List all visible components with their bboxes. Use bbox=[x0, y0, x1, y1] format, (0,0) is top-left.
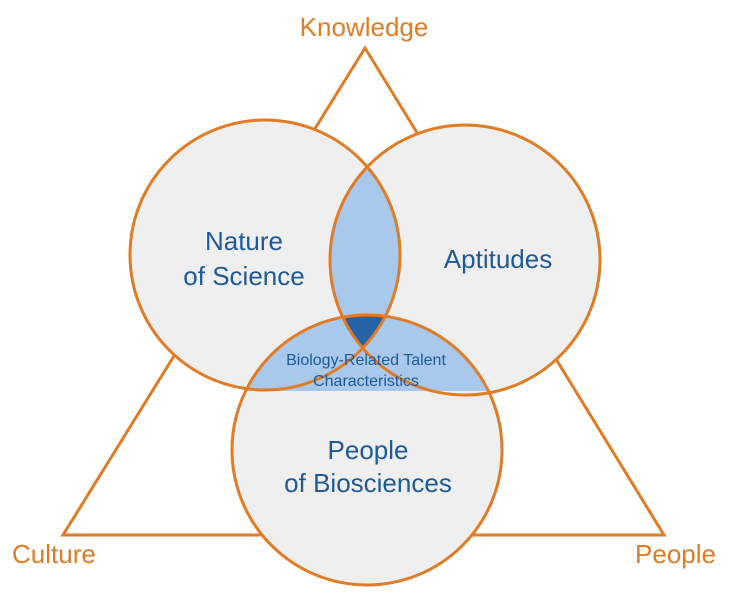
circle-label-people-line2: of Biosciences bbox=[284, 468, 452, 498]
circle-nature-of-science-outline bbox=[128, 118, 402, 392]
vertex-label-knowledge: Knowledge bbox=[300, 12, 429, 42]
circle-aptitudes-outline bbox=[328, 123, 602, 397]
vertex-label-culture: Culture bbox=[12, 539, 96, 569]
circle-label-people-line1: People bbox=[328, 435, 409, 465]
center-label-line2: Characteristics bbox=[313, 373, 419, 390]
vertex-label-people: People bbox=[635, 539, 716, 569]
circle-label-aptitudes: Aptitudes bbox=[444, 244, 552, 274]
center-label-line1: Biology-Related Talent bbox=[286, 352, 446, 369]
circle-label-nature-line2: of Science bbox=[183, 261, 304, 291]
circle-people-of-biosciences-outline bbox=[230, 313, 504, 587]
circle-label-nature-line1: Nature bbox=[205, 226, 283, 256]
